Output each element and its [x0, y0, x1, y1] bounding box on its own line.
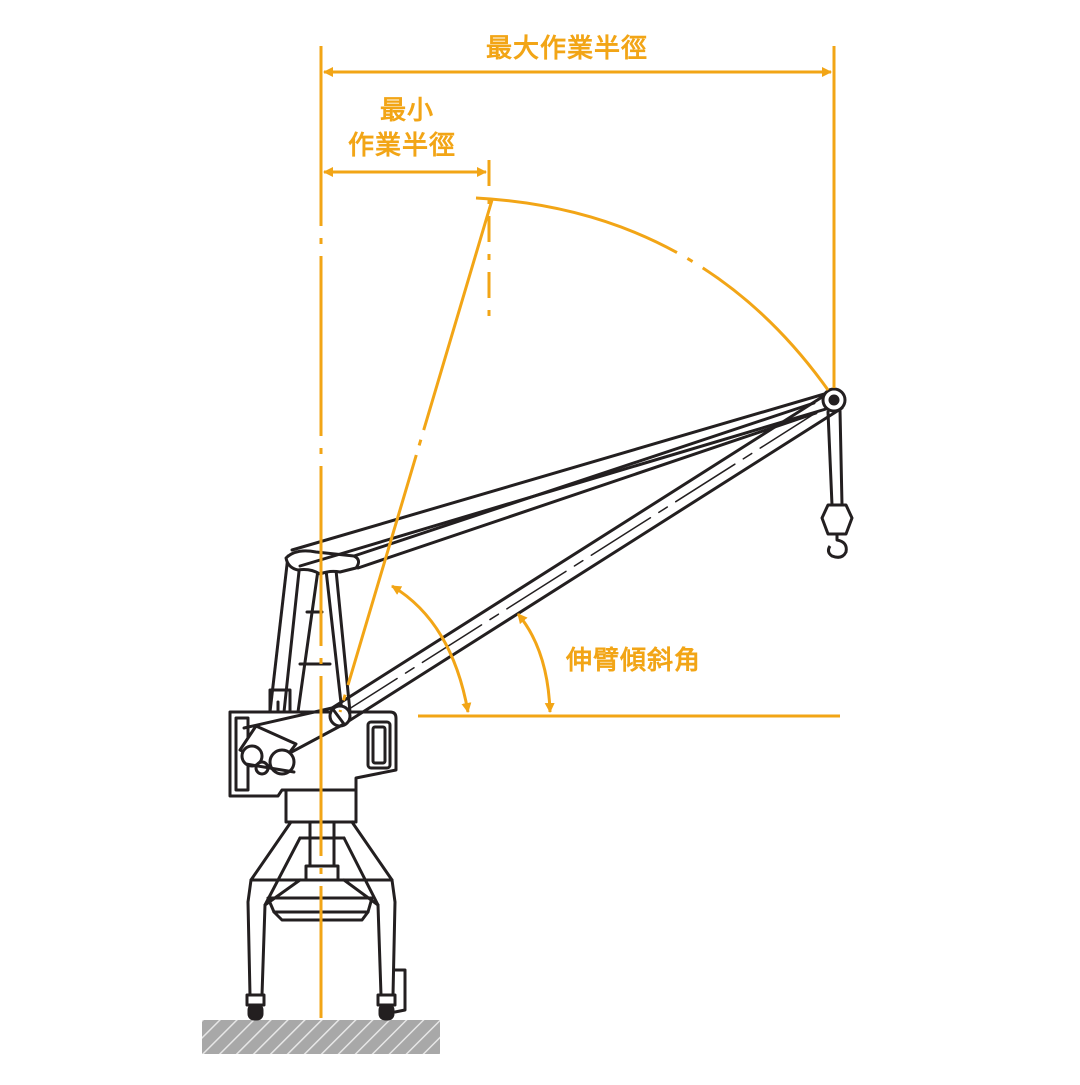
- jib-sweep-arc: [475, 196, 830, 391]
- dimension-lines: [319, 46, 840, 1018]
- max-radius-label: 最大作業半徑: [486, 34, 649, 64]
- boom-angle-label: 伸臂傾斜角: [566, 646, 702, 676]
- boom-angle-arc-raised: [391, 584, 472, 713]
- boom-angle-arc-lowered: [516, 613, 555, 713]
- min-radius-label-line1: 最小: [380, 96, 435, 126]
- min-radius-label-line2: 作業半徑: [348, 131, 457, 161]
- raised-jib-line: [338, 199, 494, 713]
- hook-icon: [820, 503, 854, 559]
- ground-hatch: [202, 1020, 440, 1054]
